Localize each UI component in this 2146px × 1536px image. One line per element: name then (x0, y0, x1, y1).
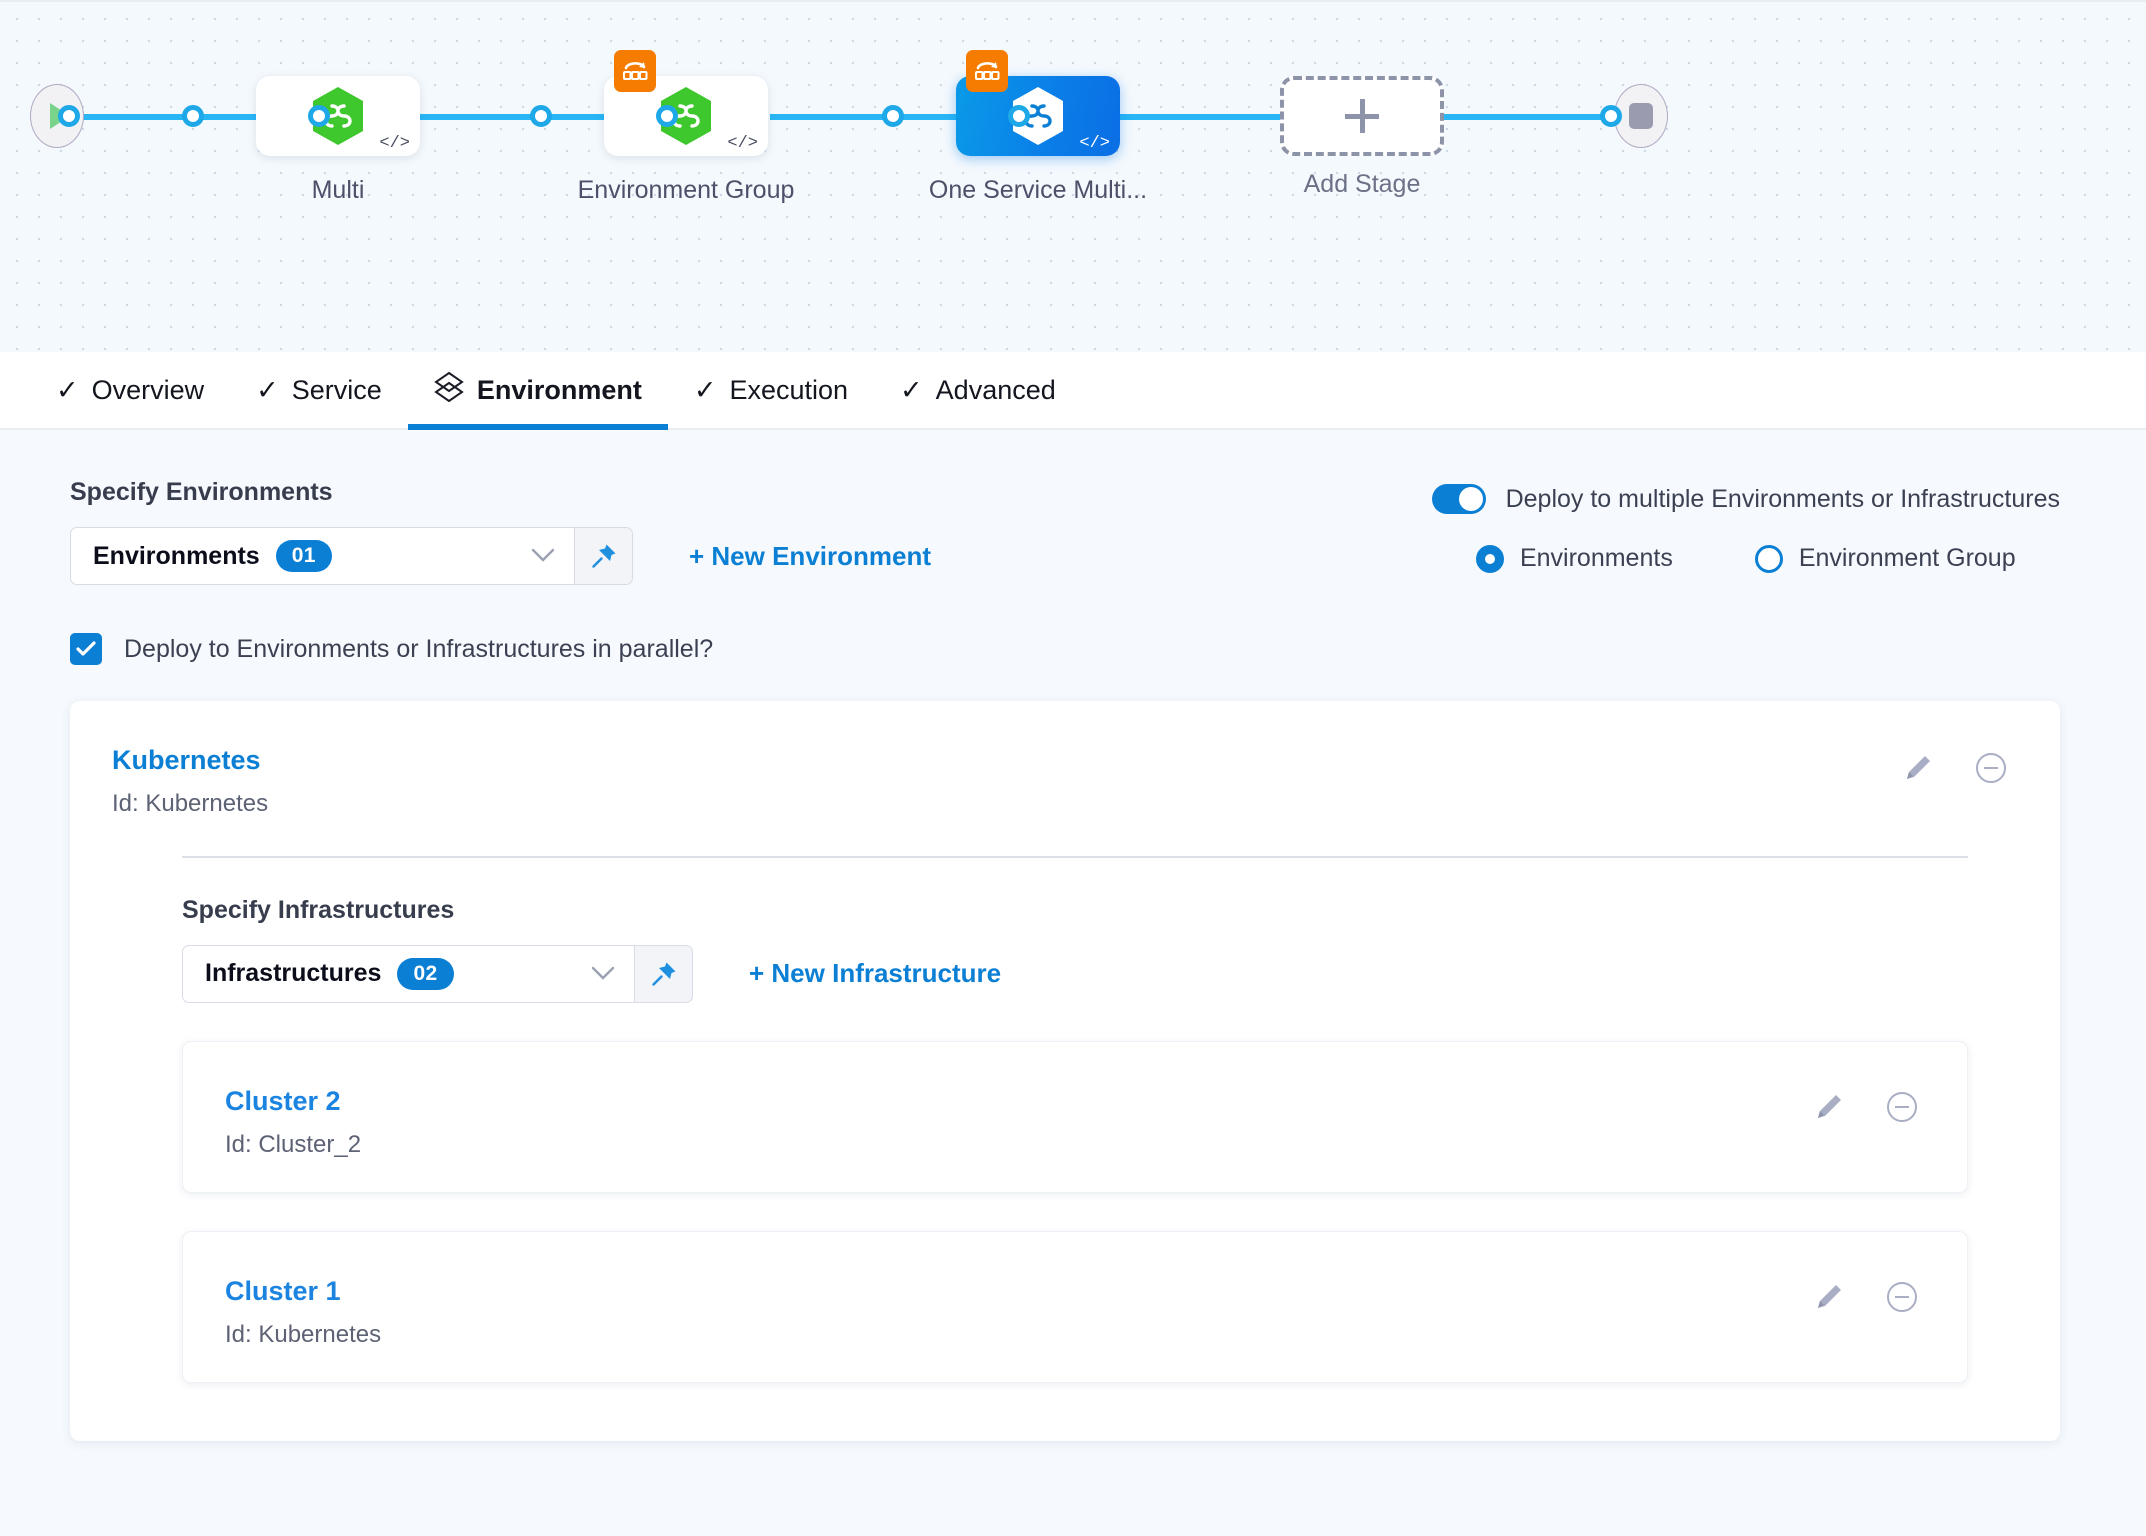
tab-label-advanced: Advanced (935, 374, 1056, 405)
environments-select-value: Environments (93, 541, 260, 570)
pin-icon[interactable] (635, 944, 693, 1003)
pipeline-stage-environment-group[interactable]: </> (604, 50, 768, 156)
new-environment-link[interactable]: + New Environment (689, 540, 931, 571)
environments-select[interactable]: Environments 01 (70, 527, 575, 585)
minus-circle-icon[interactable] (1885, 1090, 1919, 1124)
pipeline-stage-label-one-service-multi: One Service Multi... (928, 176, 1148, 204)
connector-dot-oneservice-out[interactable] (1008, 105, 1030, 127)
deploy-multiple-toggle[interactable] (1431, 484, 1486, 514)
multi-deploy-icon (614, 50, 656, 92)
pipeline-stage-label-environment-group: Environment Group (577, 176, 795, 204)
code-icon: </> (1079, 134, 1110, 153)
code-icon: </> (379, 134, 410, 153)
infrastructure-card: Cluster 2 Id: Cluster_2 (182, 1040, 1968, 1193)
connector-dot-envgroup-out[interactable] (656, 105, 678, 127)
connector-dot-end[interactable] (1600, 105, 1622, 127)
deploy-multiple-block: Deploy to multiple Environments or Infra… (1431, 478, 2060, 585)
wire-multi-to-envgroup (420, 114, 615, 120)
tab-advanced[interactable]: ✓ Advanced (874, 351, 1082, 429)
tab-label-overview: Overview (91, 374, 205, 405)
plus-icon-vertical (1359, 99, 1365, 133)
radio-label-environments: Environments (1519, 544, 1673, 572)
infrastructure-name-link[interactable]: Cluster 2 (225, 1085, 341, 1116)
wire-envgroup-to-oneservice (770, 114, 967, 120)
connector-dot-multi-out[interactable] (308, 105, 330, 127)
wire-start-to-multi (68, 114, 264, 120)
check-icon: ✓ (900, 374, 923, 405)
harness-hexagon-icon (661, 87, 711, 145)
connector-dot-multi-in[interactable] (182, 105, 204, 127)
environment-id-text: Id: Kubernetes (112, 790, 269, 817)
wire-oneservice-to-addstage (1120, 114, 1280, 120)
minus-circle-icon[interactable] (1885, 1280, 1919, 1314)
add-stage-label: Add Stage (1303, 170, 1421, 198)
tab-execution[interactable]: ✓ Execution (668, 351, 874, 429)
tab-label-service: Service (291, 374, 382, 405)
pencil-icon[interactable] (1813, 1091, 1845, 1123)
parallel-deploy-checkbox[interactable] (70, 633, 102, 665)
infrastructure-card: Cluster 1 Id: Kubernetes (182, 1230, 1968, 1383)
radio-selected-icon (1475, 544, 1504, 573)
parallel-deploy-row: Deploy to Environments or Infrastructure… (0, 585, 2146, 665)
infrastructure-name-link[interactable]: Cluster 1 (225, 1275, 341, 1306)
check-icon: ✓ (56, 374, 79, 405)
connector-dot-start[interactable] (58, 105, 80, 127)
chevron-down-icon (530, 545, 556, 567)
parallel-deploy-label: Deploy to Environments or Infrastructure… (124, 634, 714, 663)
pipeline-stage-one-service-multi[interactable]: </> (956, 50, 1120, 156)
tab-service[interactable]: ✓ Service (230, 351, 408, 429)
code-icon: </> (727, 134, 758, 153)
layers-icon (434, 371, 464, 410)
environment-tab-content: Specify Environments Environments 01 + N… (0, 430, 2146, 1534)
environment-name-link[interactable]: Kubernetes (112, 745, 261, 775)
new-infrastructure-link[interactable]: + New Infrastructure (749, 958, 1002, 988)
radio-unselected-icon (1754, 544, 1783, 573)
toggle-knob (1458, 487, 1483, 511)
environments-count-badge: 01 (275, 540, 332, 572)
connector-dot-oneservice-in[interactable] (882, 105, 904, 127)
radio-environments[interactable]: Environments (1475, 544, 1673, 573)
radio-label-environment-group: Environment Group (1798, 544, 2016, 572)
pin-icon[interactable] (575, 527, 633, 585)
connector-dot-envgroup-in[interactable] (530, 105, 552, 127)
infrastructures-count-badge: 02 (397, 957, 454, 990)
multi-deploy-icon (966, 50, 1008, 92)
specify-environments-label: Specify Environments (70, 478, 333, 506)
stop-icon (1629, 103, 1653, 129)
check-icon: ✓ (256, 374, 279, 405)
pencil-icon[interactable] (1902, 752, 1934, 784)
pipeline-canvas[interactable]: </> Multi </> Environment Group (0, 0, 2146, 352)
check-icon: ✓ (693, 374, 717, 405)
pencil-icon[interactable] (1813, 1281, 1845, 1313)
chevron-down-icon (590, 963, 616, 985)
harness-hexagon-icon (313, 87, 363, 145)
pipeline-stage-multi[interactable]: </> (256, 76, 420, 156)
infrastructures-select-value: Infrastructures (205, 959, 382, 987)
pipeline-end-node[interactable] (1614, 84, 1668, 148)
pipeline-stage-label-multi: Multi (311, 176, 365, 204)
specify-infrastructures-label: Specify Infrastructures (182, 895, 455, 924)
specify-environments-block: Specify Environments Environments 01 + N… (70, 478, 931, 585)
harness-hexagon-icon (1013, 87, 1063, 145)
infrastructure-id-text: Id: Cluster_2 (225, 1130, 362, 1158)
tab-label-environment: Environment (476, 374, 642, 405)
tab-overview[interactable]: ✓ Overview (30, 351, 230, 429)
infrastructures-select[interactable]: Infrastructures 02 (182, 944, 635, 1003)
minus-circle-icon[interactable] (1974, 751, 2008, 785)
deploy-multiple-label: Deploy to multiple Environments or Infra… (1505, 484, 2060, 513)
stage-tab-bar: ✓ Overview ✓ Service Environment ✓ Execu… (0, 351, 2146, 431)
specify-infrastructures-block: Specify Infrastructures Infrastructures … (70, 858, 2060, 1003)
radio-environment-group[interactable]: Environment Group (1754, 544, 2016, 573)
tab-label-execution: Execution (729, 374, 849, 405)
infrastructure-id-text: Id: Kubernetes (225, 1320, 382, 1348)
wire-addstage-to-end (1442, 114, 1614, 120)
environment-card: Kubernetes Id: Kubernetes (70, 701, 2060, 1441)
add-stage-button[interactable] (1280, 76, 1444, 156)
card-divider (182, 856, 1968, 858)
tab-environment[interactable]: Environment (407, 351, 668, 431)
